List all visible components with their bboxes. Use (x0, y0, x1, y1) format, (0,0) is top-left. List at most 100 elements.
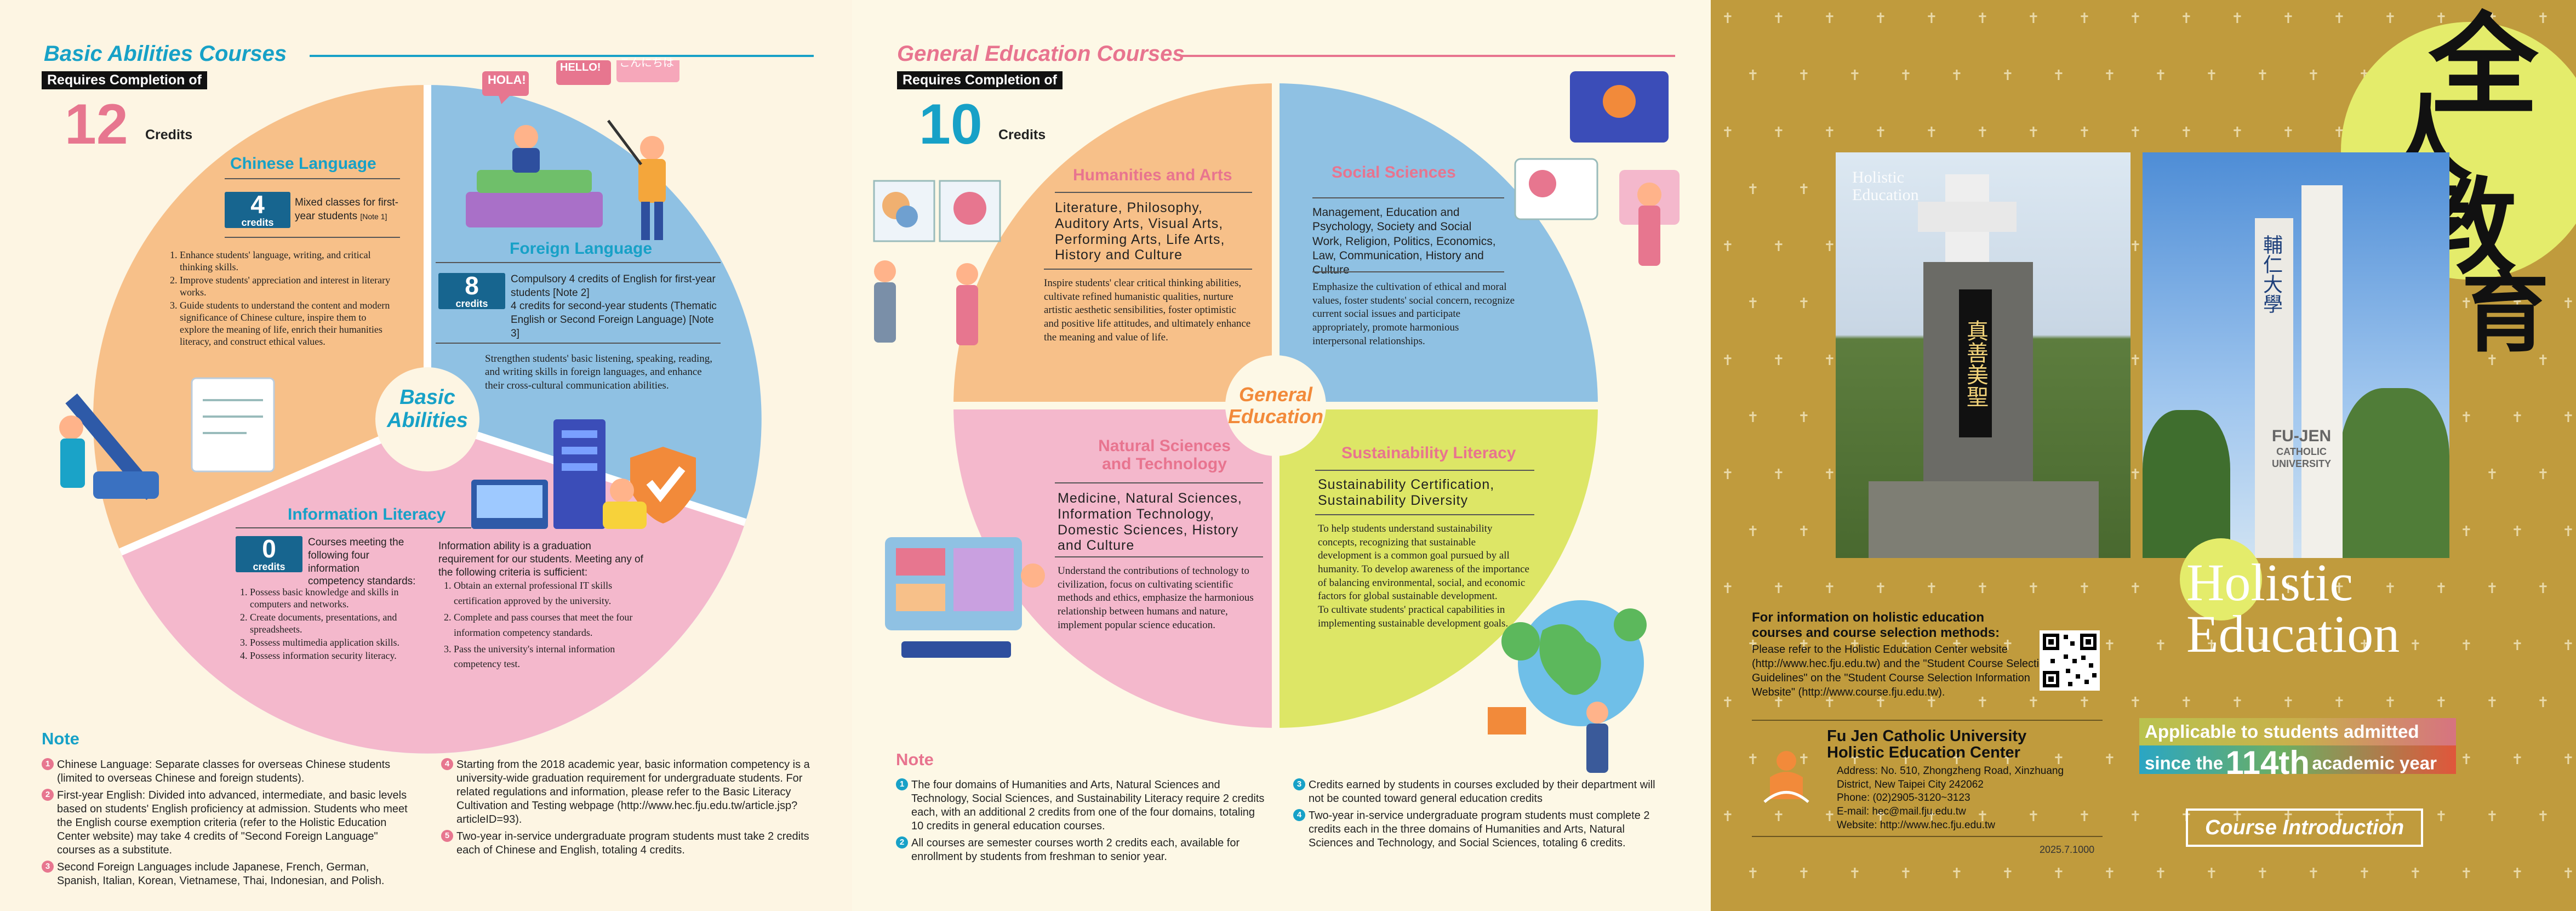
natural-rule (1055, 482, 1263, 483)
cross-pattern-mark: ✝ (2231, 124, 2243, 140)
cross-pattern-mark: ✝ (1824, 808, 1836, 824)
tree (2340, 388, 2449, 558)
requires-label: Requires Completion of (42, 71, 207, 89)
cross-pattern-mark: ✝ (2435, 808, 2447, 824)
cross-pattern-mark: ✝ (1722, 352, 1734, 368)
social-body: Emphasize the cultivation of ethical and… (1312, 281, 1515, 347)
humanities-fields: Literature, Philosophy, Auditory Arts, V… (1055, 200, 1225, 263)
cross-pattern-mark: ✝ (1773, 124, 1785, 140)
logo-icon (1763, 751, 1809, 803)
cross-pattern-mark: ✝ (2206, 865, 2218, 881)
info-item: Possess information security literacy. (250, 650, 421, 662)
cover-title-2: Education (2186, 605, 2400, 664)
cross-pattern-mark: ✝ (1722, 10, 1734, 26)
cross-pattern-mark: ✝ (2537, 808, 2549, 824)
cross-pattern-mark: ✝ (1747, 751, 1759, 767)
cross-pattern-mark: ✝ (2435, 694, 2447, 710)
cross-pattern-mark: ✝ (1951, 637, 1963, 653)
cross-pattern-mark: ✝ (2027, 124, 2040, 140)
chinese-item: Enhance students' language, writing, and… (180, 249, 395, 274)
monument-en: FU-JEN CATHOLIC UNIVERSITY (2236, 426, 2367, 470)
credits-number: 12 (65, 93, 128, 156)
info-item: Create documents, presentations, and spr… (250, 612, 421, 636)
cross-pattern-mark: ✝ (2104, 865, 2116, 881)
cross-pattern-mark: ✝ (2180, 124, 2192, 140)
info-list: Possess basic knowledge and skills in co… (235, 587, 421, 663)
cross-pattern-mark: ✝ (2129, 580, 2141, 596)
contact-divider (1752, 836, 2103, 837)
info-rule (236, 527, 471, 528)
info-credit-row: 0 credits Courses meeting the following … (236, 536, 418, 588)
credits-label: Credits (145, 127, 193, 143)
cross-pattern-mark: ✝ (2307, 637, 2320, 653)
cross-pattern-mark: ✝ (2460, 295, 2472, 311)
cross-pattern-mark: ✝ (2537, 352, 2549, 368)
social-illustration (1514, 71, 1680, 266)
foreign-credit-desc: Compulsory 4 credits of English for firs… (511, 274, 717, 339)
cross-pattern-mark: ✝ (2511, 865, 2523, 881)
cross-pattern-mark: ✝ (2231, 808, 2243, 824)
cover-title: Holistic Education (2186, 556, 2400, 664)
cross-pattern-mark: ✝ (1900, 67, 1912, 83)
photo-caption-2: Education (1852, 185, 1919, 204)
cross-pattern-mark: ✝ (1875, 694, 1887, 710)
cross-pattern-mark: ✝ (1926, 580, 1938, 596)
cross-pattern-mark: ✝ (2231, 10, 2243, 26)
cross-pattern-mark: ✝ (2002, 67, 2014, 83)
cross-pattern-mark: ✝ (2129, 808, 2141, 824)
credits-number: 10 (919, 93, 983, 156)
sustain-rule (1315, 470, 1534, 471)
cross-pattern-mark: ✝ (1722, 466, 1734, 482)
center-line-1: Basic (399, 386, 455, 409)
stone-base (1869, 481, 2099, 558)
chinese-list: Enhance students' language, writing, and… (164, 249, 395, 349)
contact-website[interactable]: Website: http://www.hec.fju.edu.tw (1837, 819, 1996, 831)
academic-year-text: academic year (2312, 753, 2437, 773)
contact-block: Address: No. 510, Zhongzheng Road, Xinzh… (1837, 765, 2067, 832)
cross-pattern-mark: ✝ (1849, 865, 1861, 881)
cross-pattern-mark: ✝ (1951, 751, 1963, 767)
chinese-credit-word: credits (241, 217, 274, 228)
cross-pattern-mark: ✝ (1900, 751, 1912, 767)
cross-pattern-mark: ✝ (1798, 751, 1810, 767)
foreign-title: Foreign Language (510, 240, 653, 258)
since-text: since the (2145, 753, 2224, 773)
chinese-credit-desc: Mixed classes for first- year students [… (295, 196, 398, 223)
title-rule (1182, 55, 1675, 57)
basic-abilities-pie (93, 85, 762, 754)
info-requirement: Information ability is a graduation requ… (438, 540, 643, 578)
cross-pattern-mark: ✝ (1747, 523, 1759, 539)
contact-email[interactable]: E-mail: hec@mail.fju.edu.tw (1837, 806, 1966, 818)
chinese-credit-row: 4 credits Mixed classes for first- year … (225, 192, 398, 228)
cross-pattern-mark: ✝ (2027, 694, 2040, 710)
cross-pattern-mark: ✝ (2333, 580, 2345, 596)
cross-pattern-mark: ✝ (2562, 751, 2574, 767)
cross-pattern-mark: ✝ (2511, 751, 2523, 767)
tree (2143, 410, 2230, 558)
cross-pattern-mark: ✝ (1773, 238, 1785, 254)
qr-code[interactable] (2040, 630, 2100, 691)
university-name: Fu Jen Catholic University (1827, 727, 2027, 745)
monument-en-3: UNIVERSITY (2271, 458, 2332, 469)
pie-center-label: General Education (1221, 384, 1330, 427)
natural-rule-2 (1055, 556, 1263, 557)
cross-pattern-mark: ✝ (2180, 10, 2192, 26)
requires-label: Requires Completion of (897, 71, 1063, 89)
cross-pattern-mark: ✝ (1747, 67, 1759, 83)
writing-illustration (59, 377, 275, 500)
cross-pattern-mark: ✝ (2384, 10, 2396, 26)
it-illustration (471, 419, 696, 529)
monument-photo-2: 輔仁大學 FU-JEN CATHOLIC UNIVERSITY (2143, 152, 2449, 558)
cross-pattern-mark: ✝ (2537, 466, 2549, 482)
cross-pattern-mark: ✝ (2460, 865, 2472, 881)
course-intro-box: Course Introduction (2186, 808, 2423, 847)
humanities-title: Humanities and Arts (1073, 166, 1232, 184)
contact-phone: Phone: (02)2905-3120~3123 (1837, 792, 1970, 804)
cross-pattern-mark: ✝ (2511, 523, 2523, 539)
cross-pattern-mark: ✝ (2155, 865, 2167, 881)
cross-pattern-mark: ✝ (1747, 865, 1759, 881)
